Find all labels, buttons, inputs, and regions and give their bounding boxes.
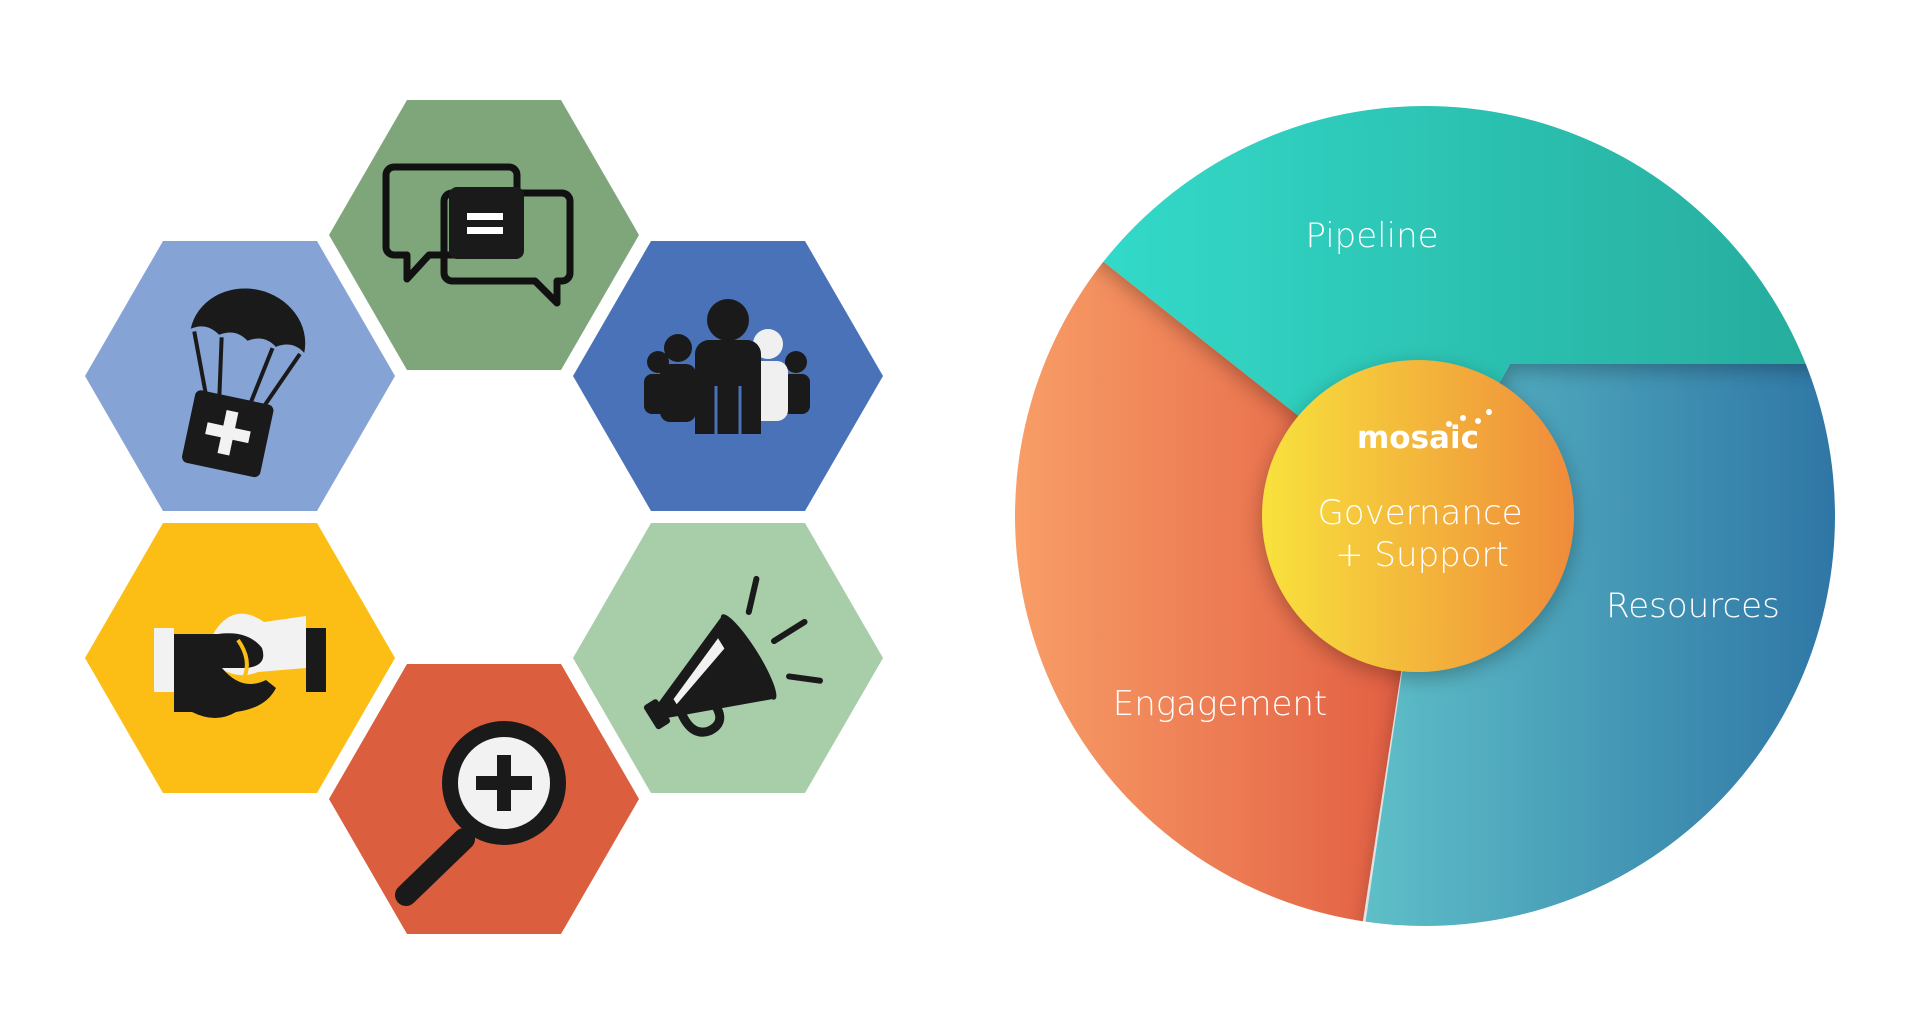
chat-bubbles-icon [382,163,574,307]
segment-engagement [1015,106,1425,926]
hexagon-ring [85,100,883,934]
center-label-line2: + Support [1335,535,1509,575]
mosaic-logo-text: mosaic [1357,420,1479,456]
center-hub-circle [1262,360,1574,672]
center-label-line1: Governance [1317,493,1522,533]
segment-label-engagement: Engagement [1113,684,1328,724]
center-hub: mosaic Governance + Support [1262,360,1574,672]
process-wheel: Pipeline Resources Engagement mosaic Gov… [1015,106,1835,926]
magnifier-plus-icon [395,721,566,906]
hexagon-supply-shape [85,241,395,511]
hexagon-handshake [85,523,395,793]
logo-dots-icon [1446,409,1492,427]
parachute-aid-icon [182,288,306,478]
hexagon-supply [85,241,395,511]
handshake-icon [154,613,326,718]
mosaic-logo: mosaic [1357,409,1492,456]
megaphone-icon [643,575,824,737]
people-group-icon [644,299,810,434]
hexagon-megaphone [573,523,883,793]
hexagon-search [329,664,639,934]
segment-label-resources: Resources [1606,586,1780,626]
segment-pipeline [1015,106,1835,516]
segment-label-pipeline: Pipeline [1305,216,1438,256]
hexagon-team [573,241,883,511]
hexagon-chat [329,100,639,370]
